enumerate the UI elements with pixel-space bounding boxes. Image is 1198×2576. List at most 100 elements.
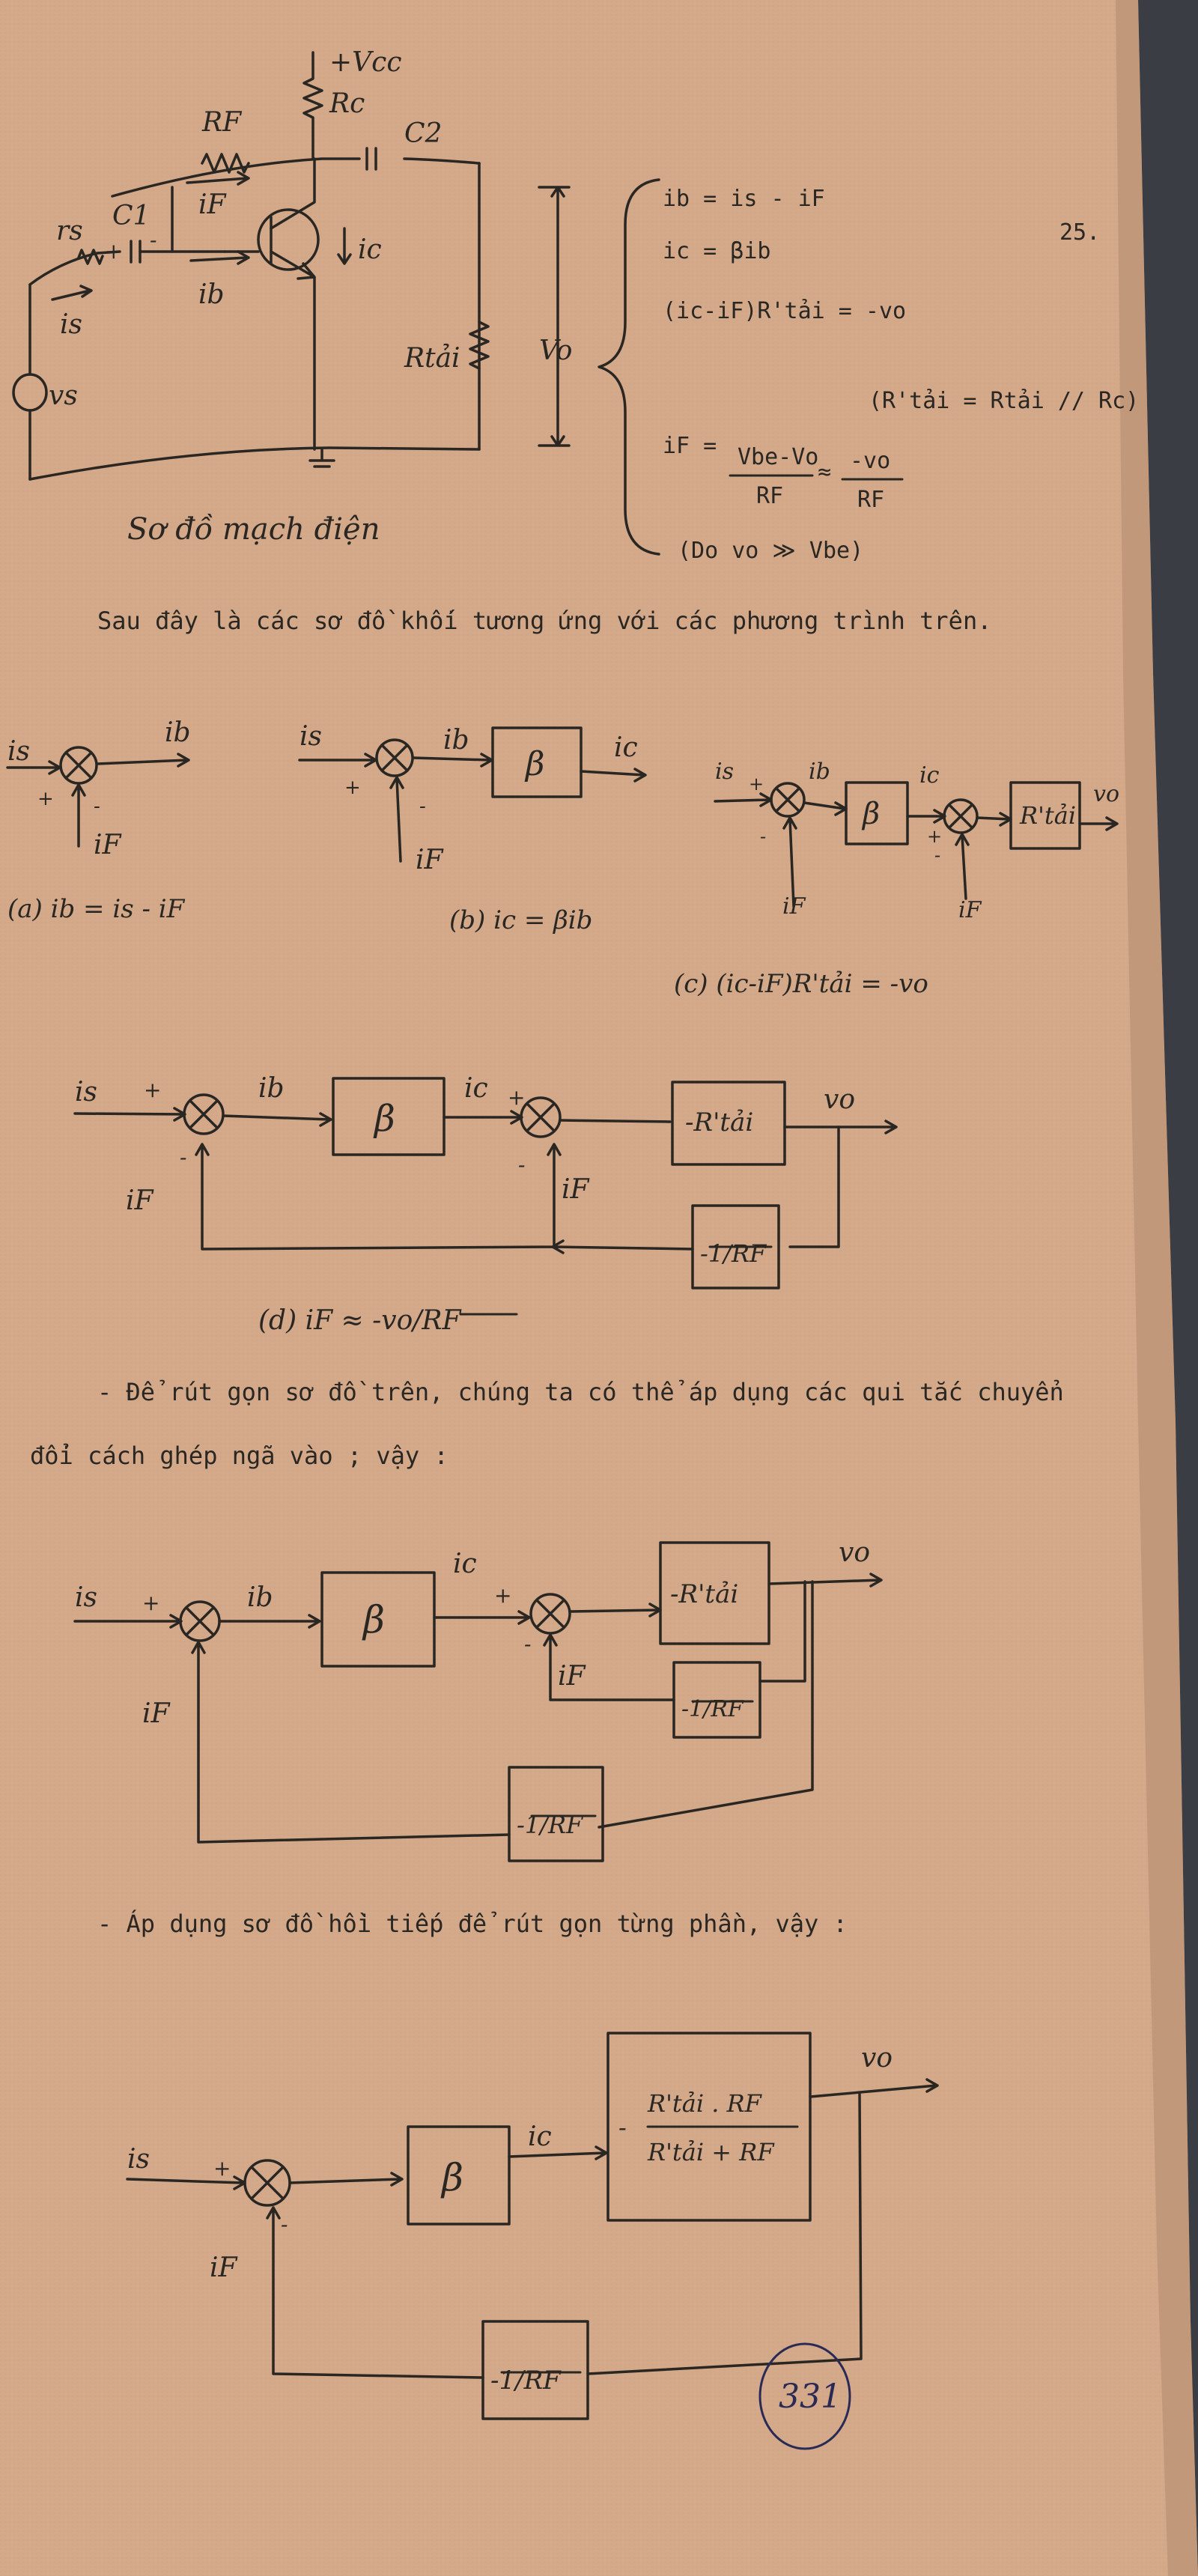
c-label-if1: iF (782, 893, 806, 920)
a-label-plus: + (37, 788, 54, 810)
a-caption: (a) ib = is - iF (7, 894, 186, 924)
e-summer2 (529, 1593, 571, 1635)
label-ic: ic (358, 234, 382, 265)
c-label-vo: vo (1093, 781, 1119, 807)
d-summer1 (183, 1093, 225, 1135)
d-label-ic: ic (464, 1073, 488, 1104)
diagram-a (6, 746, 190, 848)
e-label-ib: ib (247, 1582, 273, 1613)
c-arrow-fb1 (782, 816, 797, 908)
c-label-minus2: - (934, 845, 940, 866)
diagram-b (298, 726, 647, 863)
f-label-minus: - (281, 2212, 288, 2237)
b-label-ic: ic (614, 732, 638, 763)
b-label-minus: - (419, 795, 426, 818)
resistor-rs (77, 249, 104, 265)
c-summer1-x (775, 787, 800, 812)
f-fb (266, 2092, 863, 2379)
label-c1: C1 (112, 201, 150, 231)
d-rtai-block (671, 1081, 786, 1166)
eq-4-den1: RF (756, 483, 783, 509)
e-outer-fb (191, 1580, 814, 1844)
e-beta-block (320, 1571, 436, 1668)
eq-2: ic = βib (663, 238, 771, 264)
e-label-plus1: + (142, 1591, 159, 1615)
d-label-vo: vo (824, 1084, 855, 1115)
ground (308, 448, 335, 468)
a-summer-x (64, 751, 93, 780)
c-beta: β (861, 797, 880, 831)
e-arrow-out (767, 1573, 883, 1588)
diagram-e (73, 1541, 883, 1862)
c-caption: (c) (ic-iF)R'tải = -vo (674, 969, 928, 999)
label-ib: ib (198, 279, 225, 310)
c-label-ic: ic (919, 762, 940, 789)
d-rf-block (691, 1204, 780, 1289)
diagram-f (126, 2032, 939, 2420)
circuit-caption: Sơ đồ mạch điện (127, 512, 380, 547)
d-fb-line (195, 1143, 694, 1254)
f-arrow-out (809, 2078, 939, 2098)
b-arrow-out (580, 768, 647, 783)
eq-1: ib = is - iF (663, 186, 825, 212)
circuit-schematic (12, 51, 571, 481)
d-arrow-1 (222, 1112, 332, 1127)
c-label-ib: ib (809, 759, 830, 785)
f-reduced-sign: - (618, 2113, 627, 2142)
c-label-plus1: + (749, 774, 764, 795)
f-rf-block (481, 2320, 589, 2420)
c-summer1 (770, 782, 806, 818)
e-label-minus2: - (524, 1632, 531, 1656)
eq-4-approx: ≈ (818, 459, 831, 485)
d-caption: (d) iF ≈ -vo/RF (258, 1305, 463, 1336)
source-vs (12, 373, 48, 412)
b-label-ib: ib (443, 725, 469, 756)
c-label-minus1: - (760, 826, 766, 847)
rule2-text: - Áp dụng sơ đồ hồi tiếp để rút gọn từng… (97, 1910, 848, 1938)
a-summer (59, 746, 98, 785)
eq-note-r: (R'tải = Rtải // Rc) (869, 388, 1139, 414)
c-label-is: is (715, 759, 734, 785)
equation-brace (598, 178, 660, 556)
page-stamp: 331 (779, 2378, 842, 2416)
d-neg-inv-rf: -1/RF (700, 1239, 767, 1268)
b-beta-block (491, 726, 583, 798)
e-arrow-1 (218, 1614, 321, 1629)
e-summer2-x (535, 1599, 565, 1629)
f-beta-block (407, 2125, 511, 2226)
label-vs: vs (49, 380, 78, 411)
eq-note-vo: (Do vo ≫ Vbe) (678, 538, 863, 564)
e-beta: β (362, 1598, 385, 1641)
c-beta-block (845, 781, 909, 845)
arrow-if (186, 171, 250, 186)
wire-top-right (403, 157, 481, 165)
c-rtai-block (1009, 781, 1081, 850)
f-reduced-den: R'tải + RF (647, 2138, 775, 2166)
d-label-is: is (75, 1077, 97, 1108)
f-label-vo: vo (861, 2043, 893, 2074)
b-caption: (b) ic = βib (449, 905, 592, 935)
diagram-d (73, 1077, 898, 1289)
label-vo: Vo (539, 335, 572, 366)
e-inner-rf-block (672, 1661, 761, 1739)
c-arrow-out (1078, 816, 1119, 831)
b-label-if: iF (416, 845, 445, 875)
f-label-is: is (127, 2144, 150, 2175)
c-label-if2: iF (958, 897, 982, 923)
f-neg-inv-rf: -1/RF (490, 2366, 562, 2396)
arrow-ic (337, 227, 352, 265)
d-summer1-x (189, 1099, 219, 1129)
label-if: iF (198, 189, 228, 220)
eq-4-num2: -vo (850, 448, 890, 474)
wire-bottom (28, 446, 481, 481)
e-label-is: is (75, 1582, 97, 1613)
d-label-minus2: - (518, 1152, 525, 1177)
transistor-base (223, 216, 273, 265)
transistor-emitter (270, 250, 316, 451)
d-fb-ic (547, 1143, 562, 1248)
intro-text: Sau đây là các sơ đồ khối tương ứng với … (97, 607, 991, 635)
resistor-rf (201, 153, 250, 174)
e-outer-neg-inv-rf: -1/RF (517, 1811, 584, 1839)
f-label-ic: ic (528, 2121, 552, 2152)
